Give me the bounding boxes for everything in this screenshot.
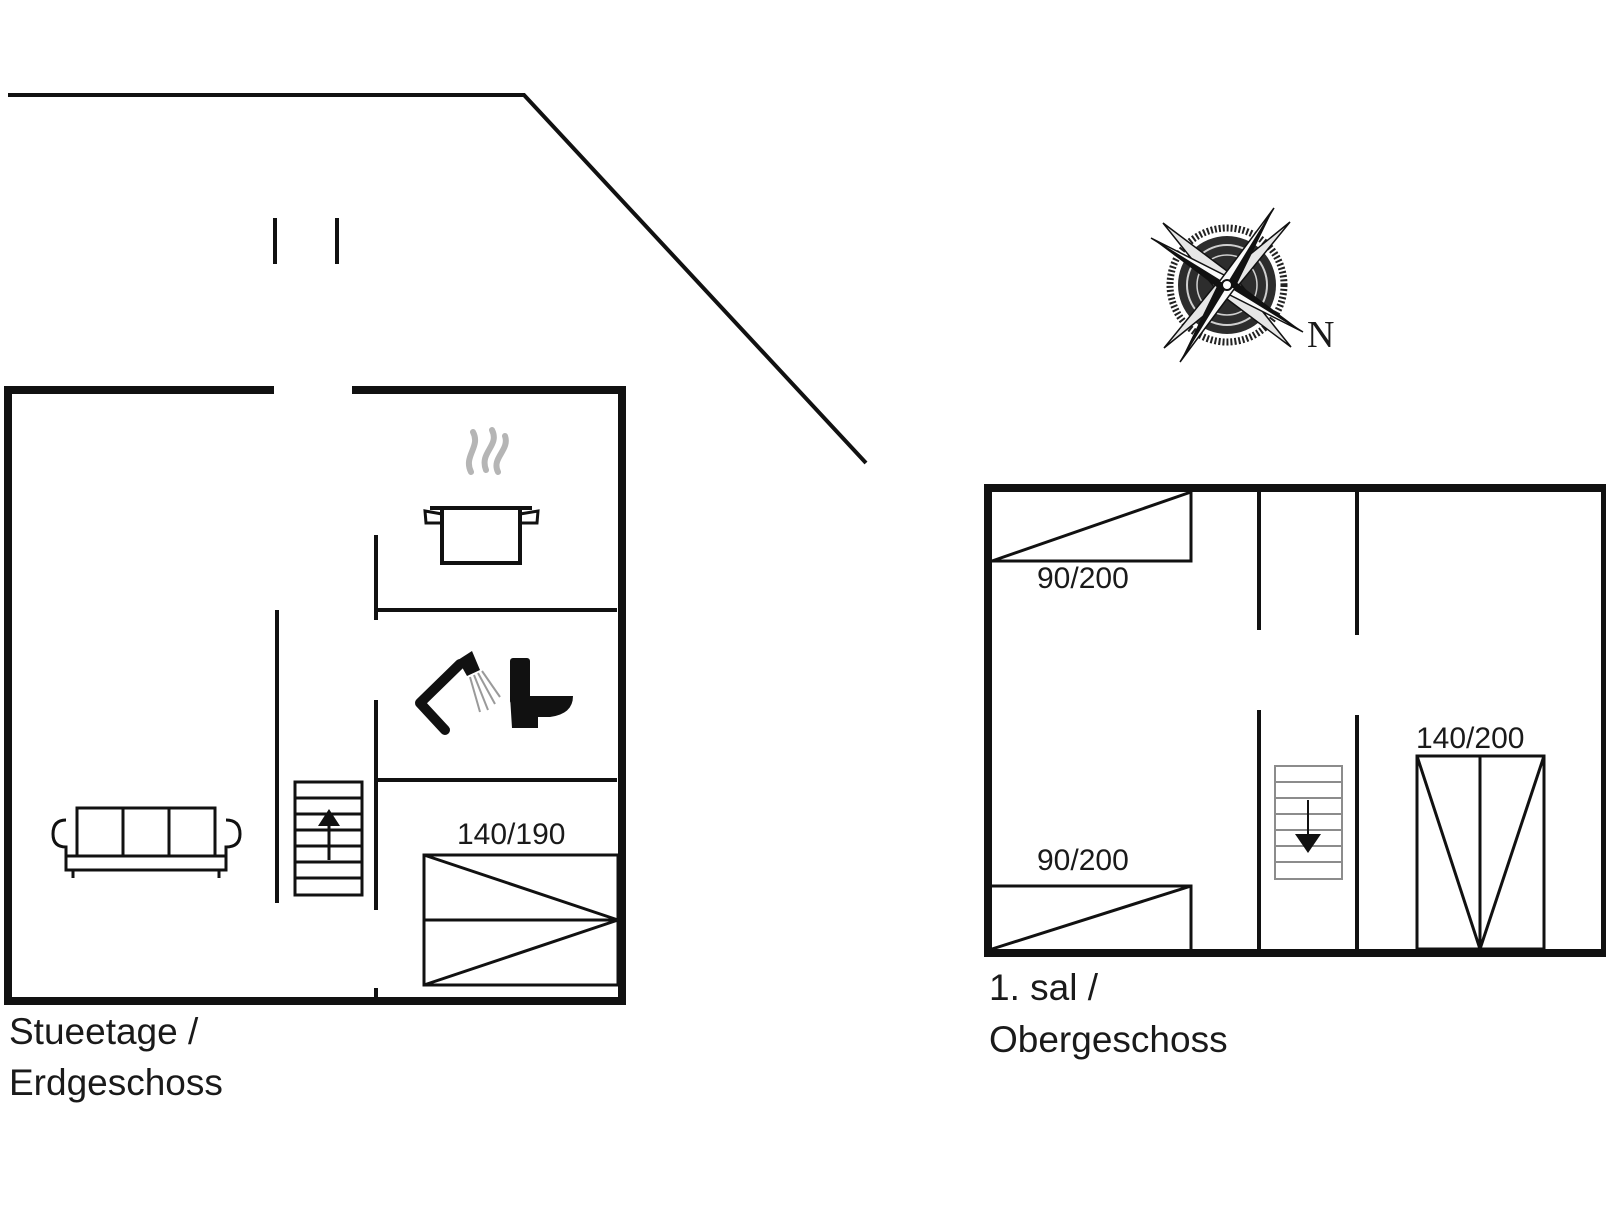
upper-floor-outer-walls [984, 484, 1606, 957]
bed-140-190 [422, 853, 620, 987]
upper-floor [984, 484, 1606, 957]
ground-floor-label-line2: Erdgeschoss [9, 1062, 223, 1103]
upper-floor-label-line2: Obergeschoss [989, 1019, 1228, 1060]
bed-size-label: 140/190 [457, 818, 566, 851]
toilet-icon [510, 658, 573, 728]
shower-icon [415, 651, 501, 735]
ground-floor [4, 386, 626, 1005]
bed-90-200-bottom [991, 884, 1193, 951]
stairs-up-icon [293, 780, 364, 897]
terrace-outline [8, 93, 868, 465]
upper-floor-inner-walls [1257, 492, 1359, 950]
ground-floor-outer-walls [4, 386, 626, 1005]
bed-size-label: 90/200 [1037, 562, 1129, 595]
bed-90-200-top [991, 490, 1193, 563]
sofa-icon [51, 806, 242, 878]
compass-rose-icon [1150, 207, 1304, 363]
cooking-pot-icon [423, 427, 540, 565]
bed-size-label: 140/200 [1416, 722, 1525, 755]
bed-size-label: 90/200 [1037, 844, 1129, 877]
ground-floor-label-line1: Stueetage / [9, 1011, 199, 1052]
ground-floor-inner-walls [275, 535, 617, 998]
stairs-down-icon [1274, 765, 1343, 880]
bed-140-200 [1415, 754, 1546, 951]
compass-north-label: N [1307, 314, 1335, 356]
upper-floor-label-line1: 1. sal / [989, 967, 1098, 1008]
